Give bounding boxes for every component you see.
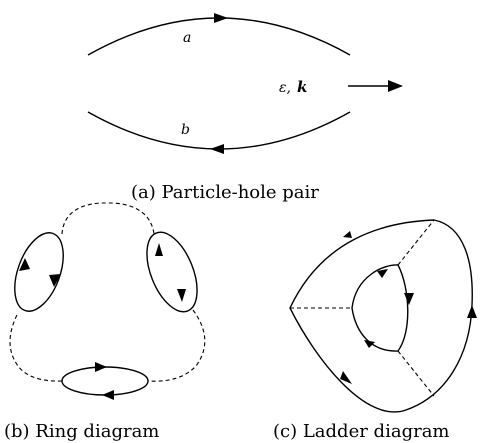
hole-line-b [87,111,351,150]
label-momentum: k [297,78,307,96]
caption-a: (a) Particle-hole pair [131,182,319,203]
ladder-rung-top [397,219,435,266]
inner-loop [351,264,409,352]
caption-c: (c) Ladder diagram [273,421,450,442]
label-b: b [181,122,190,138]
outer-arrow-bottom [340,371,352,384]
label-a: a [183,30,191,46]
bubble-bottom [61,362,149,400]
hole-line-b-arrow [210,144,224,154]
particle-line-a-arrow [214,13,228,23]
panel-b-ring-diagram: (b) Ring diagram [4,202,206,442]
panel-a-particle-hole-pair: a b ε, k (a) Particle-hole pair [87,13,403,203]
inner-arrow-right [404,293,414,305]
panel-c-ladder-diagram: (c) Ladder diagram [273,219,477,442]
caption-b: (b) Ring diagram [4,421,159,442]
ladder-rung-bottom [397,350,435,397]
momentum-flow-arrowhead [388,80,403,92]
bubble-right [146,231,198,313]
label-energy: ε, [279,80,291,96]
bubble-left [14,232,64,312]
outer-loop [289,219,473,413]
inner-arrow-top [377,269,388,278]
inner-arrow-bottom [364,340,375,348]
outer-arrow-top [343,231,352,238]
particle-line-a [87,17,351,56]
outer-arrow-right [467,305,477,318]
ring-interaction-dashed-path [9,202,206,382]
